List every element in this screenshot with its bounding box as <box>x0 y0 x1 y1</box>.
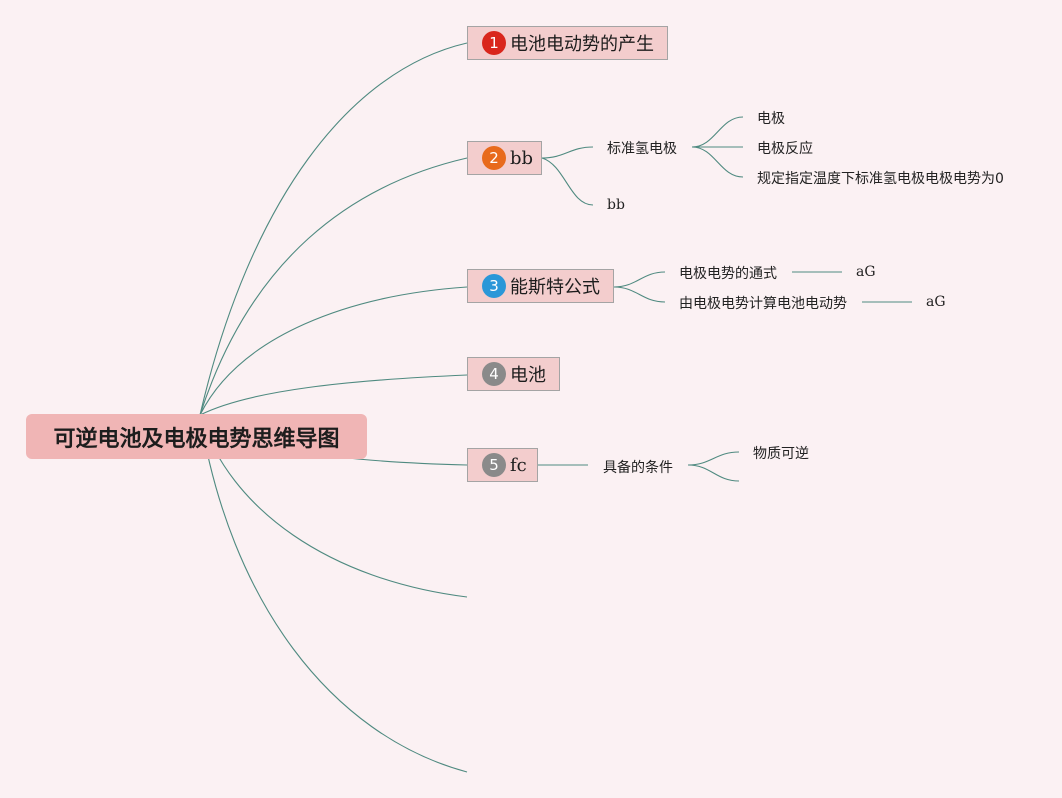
topic-3-label: 能斯特公式 <box>510 277 600 298</box>
topic-4-number-badge: 4 <box>482 362 506 386</box>
root-label: 可逆电池及电极电势思维导图 <box>53 426 340 452</box>
link-root-topic-4 <box>199 374 468 416</box>
link-t3-c2 <box>613 286 666 303</box>
topic-2-number-badge: 2 <box>482 146 506 170</box>
topic-4-label: 电池 <box>510 365 546 386</box>
topic-2-child-2[interactable]: bb <box>607 197 625 213</box>
topic-2[interactable]: 2 bb <box>467 141 542 175</box>
topic-3[interactable]: 3 能斯特公式 <box>467 269 614 303</box>
topic-2-label: bb <box>510 147 534 169</box>
topic-5-number-badge: 5 <box>482 453 506 477</box>
link-t2c1-g3 <box>691 146 744 178</box>
link-root-topic-3 <box>199 286 468 416</box>
link-t5c1-g1 <box>687 451 740 466</box>
topic-5-child-1[interactable]: 具备的条件 <box>603 460 673 476</box>
link-t2-c2 <box>541 157 594 206</box>
topic-2-grandchild-1[interactable]: 电极 <box>757 111 785 127</box>
topic-3-child-1[interactable]: 电极电势的通式 <box>679 266 777 282</box>
topic-1[interactable]: 1 电池电动势的产生 <box>467 26 668 60</box>
topic-1-number-badge: 1 <box>482 31 506 55</box>
link-root-topic-1 <box>199 42 468 416</box>
topic-3-child-2[interactable]: 由电极电势计算电池电动势 <box>679 296 847 312</box>
topic-2-child-1[interactable]: 标准氢电极 <box>607 141 677 157</box>
link-root-empty-2 <box>199 414 468 773</box>
topic-3-child-1-value[interactable]: aG <box>856 264 876 280</box>
link-root-topic-2 <box>199 157 468 416</box>
topic-5-grandchild-1[interactable]: 物质可逆 <box>753 446 809 462</box>
link-t2c1-g1 <box>691 116 744 148</box>
topic-2-grandchild-2[interactable]: 电极反应 <box>757 141 813 157</box>
link-t5c1-g2 <box>687 464 740 482</box>
topic-5-label: fc <box>510 454 527 476</box>
topic-5[interactable]: 5 fc <box>467 448 538 482</box>
topic-2-grandchild-3[interactable]: 规定指定温度下标准氢电极电极电势为0 <box>757 171 1004 187</box>
link-t3-c1 <box>613 271 666 288</box>
topic-3-child-2-value[interactable]: aG <box>926 294 946 310</box>
root-node[interactable]: 可逆电池及电极电势思维导图 <box>26 414 367 459</box>
topic-4[interactable]: 4 电池 <box>467 357 560 391</box>
topic-3-number-badge: 3 <box>482 274 506 298</box>
topic-1-label: 电池电动势的产生 <box>510 34 654 55</box>
link-t2-c1 <box>541 146 594 159</box>
